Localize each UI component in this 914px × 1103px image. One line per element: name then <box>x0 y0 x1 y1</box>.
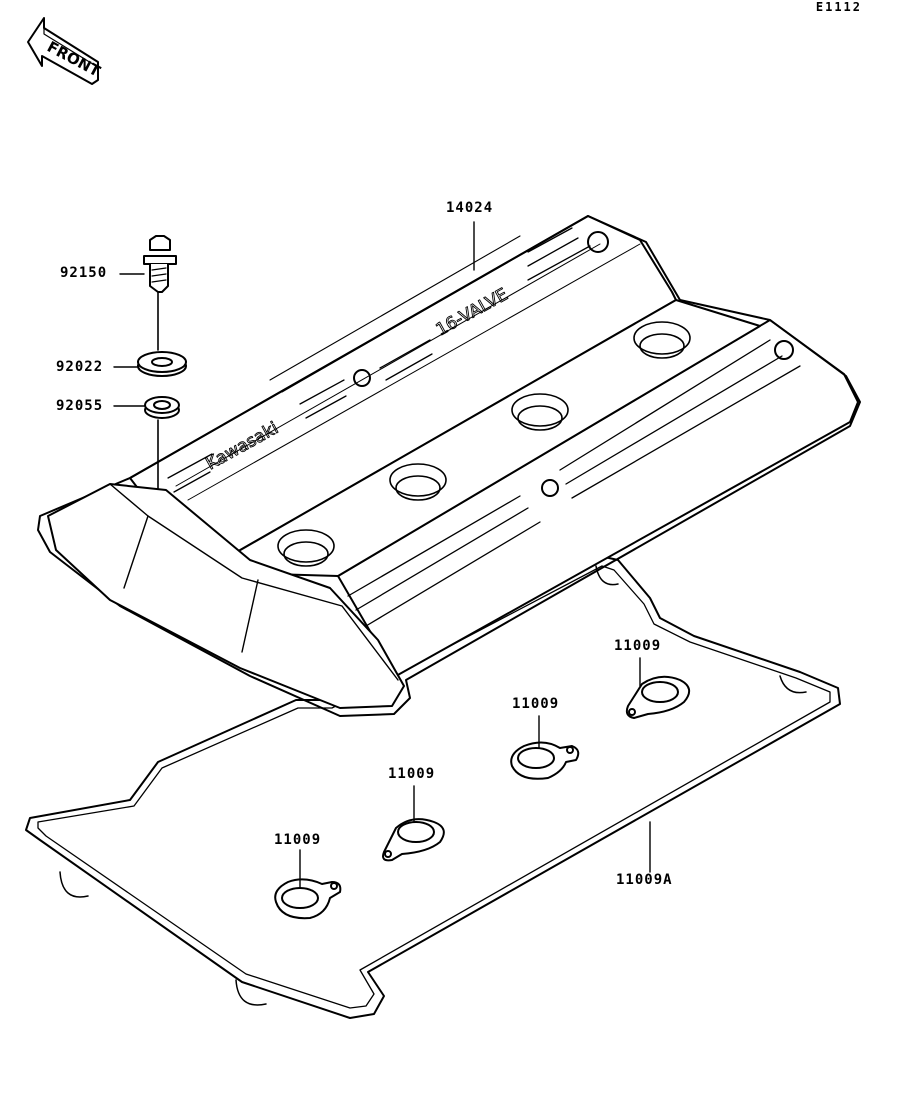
grommet-92055 <box>144 396 180 489</box>
part-label-92055: 92055 <box>56 398 104 414</box>
part-label-11009A: 11009A <box>616 872 673 888</box>
part-label-92150: 92150 <box>60 265 108 281</box>
plug-gasket-4 <box>625 675 691 719</box>
leader-lines <box>113 221 651 889</box>
front-arrow-icon: FRONT <box>27 17 104 85</box>
plug-gasket-3 <box>510 741 580 780</box>
diagram-id: E1112 <box>815 0 862 14</box>
cylinder-head-cover: Kawasaki 16-VALVE <box>37 215 861 717</box>
part-label-11009-1: 11009 <box>274 832 322 848</box>
part-label-92022: 92022 <box>56 359 104 375</box>
cover-gasket-outline <box>25 555 841 1019</box>
part-label-11009-3: 11009 <box>512 696 560 712</box>
washer-92022 <box>137 351 187 377</box>
plug-gasket-2 <box>382 818 445 862</box>
plug-gasket-1 <box>274 878 342 920</box>
bolt-92150 <box>143 235 177 351</box>
part-label-11009-4: 11009 <box>614 638 662 654</box>
part-label-11009-2: 11009 <box>388 766 436 782</box>
part-label-14024: 14024 <box>446 200 494 216</box>
